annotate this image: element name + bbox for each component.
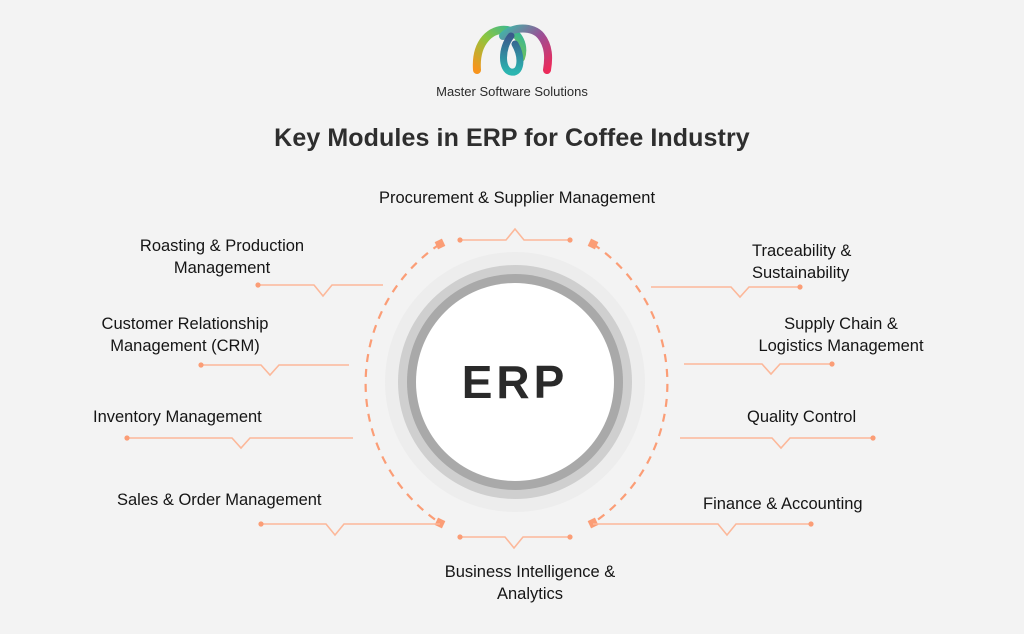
module-traceability: Traceability & Sustainability <box>752 240 851 284</box>
loop-m-logo-icon <box>472 24 553 76</box>
module-bi: Business Intelligence & Analytics <box>445 561 616 605</box>
module-sales: Sales & Order Management <box>117 489 322 511</box>
connector-quality <box>680 437 873 450</box>
right-dashed-arc <box>592 243 669 524</box>
brand-name: Master Software Solutions <box>436 84 588 99</box>
module-label: Management <box>173 259 271 277</box>
module-label: Management (CRM) <box>110 337 260 355</box>
connector-bi <box>460 536 570 550</box>
diamond-icon <box>587 517 599 529</box>
logo <box>0 22 1024 82</box>
connector-crm <box>201 364 349 377</box>
core-circle <box>416 283 614 481</box>
module-quality: Quality Control <box>747 406 856 428</box>
module-label: Logistics Management <box>758 337 924 355</box>
connector-finance <box>593 523 811 537</box>
module-label: Procurement & Supplier Management <box>378 189 656 207</box>
module-roasting: Roasting & Production Management <box>140 235 304 279</box>
connector-roasting <box>258 284 383 298</box>
connector-supply-chain <box>684 363 832 376</box>
arc-end-markers <box>434 238 599 529</box>
module-label: Finance & Accounting <box>703 495 863 513</box>
module-label: Inventory Management <box>93 408 262 426</box>
diamond-icon <box>587 238 599 250</box>
page-title: Key Modules in ERP for Coffee Industry <box>274 124 750 152</box>
module-crm: Customer Relationship Management (CRM) <box>102 313 269 357</box>
module-label: Business Intelligence & <box>444 563 616 581</box>
module-label: Analytics <box>496 585 564 603</box>
connector-sales <box>261 523 440 537</box>
module-procurement: Procurement & Supplier Management <box>379 187 655 209</box>
module-label: Traceability & <box>752 242 852 260</box>
module-inventory: Inventory Management <box>93 406 262 428</box>
connectors <box>127 227 873 550</box>
module-label: Sustainability <box>752 264 850 282</box>
module-label: Sales & Order Management <box>117 491 322 509</box>
diamond-icon <box>434 517 446 529</box>
module-label: Roasting & Production <box>139 237 305 255</box>
diamond-icon <box>434 238 446 250</box>
module-label: Quality Control <box>747 408 857 426</box>
module-label: Customer Relationship <box>101 315 269 333</box>
module-label: Supply Chain & <box>784 315 898 333</box>
erp-center-label: ERP <box>461 356 569 408</box>
connector-procurement <box>460 227 570 241</box>
left-dashed-arc <box>364 243 441 524</box>
connector-end-dots <box>124 237 876 540</box>
connector-inventory <box>127 437 353 450</box>
connector-traceability <box>651 286 800 299</box>
dashed-arcs <box>364 243 669 524</box>
module-supply-chain: Supply Chain & Logistics Management <box>758 313 923 357</box>
module-finance: Finance & Accounting <box>703 493 863 515</box>
